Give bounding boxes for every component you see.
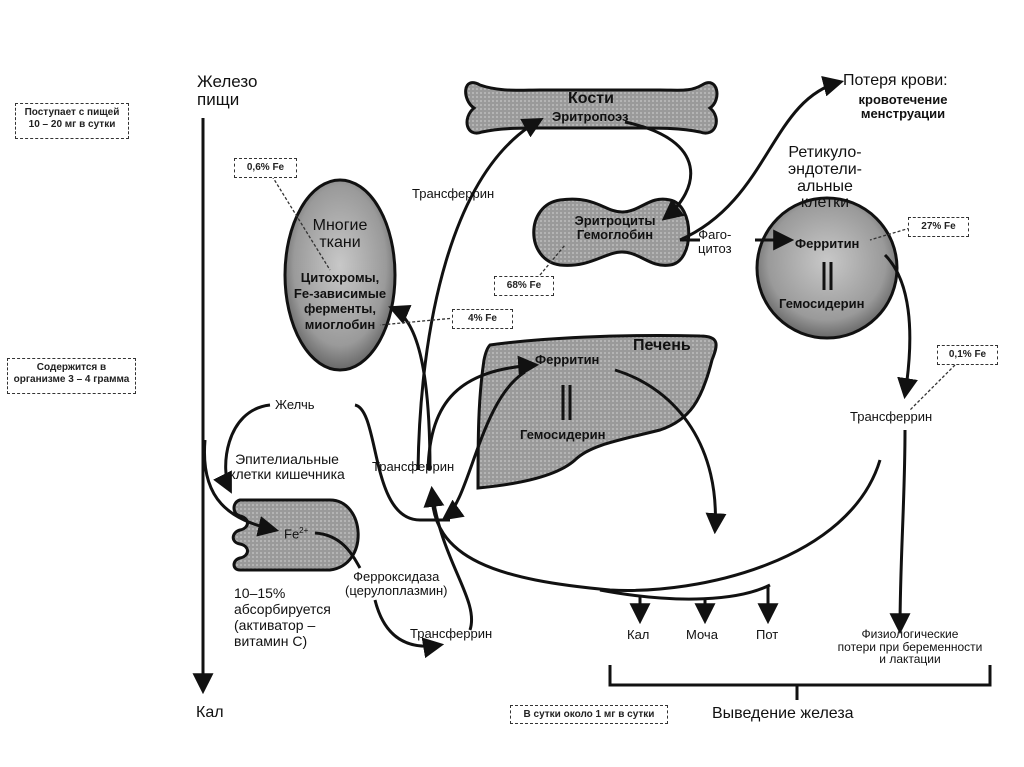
transferrin-to-tissues-arrow: [388, 304, 432, 471]
bile-to-gut-arrow: [213, 403, 271, 494]
daily-loss-note: В сутки около 1 мг в сутки: [510, 705, 668, 724]
transferrin-leader: [909, 364, 956, 411]
tissues-subtitle: Цитохромы, Fe-зависимые ферменты, миогло…: [293, 270, 387, 332]
blood-loss-subtitle: кровотечение менструации: [858, 92, 948, 121]
res-hemosiderin-label: Гемосидерин: [779, 296, 865, 311]
myoglobin-pct-note: 4% Fe: [452, 309, 513, 329]
bones-subtitle: Эритропоэз: [552, 109, 629, 124]
food-iron-label: Железо пищи: [197, 72, 258, 109]
tissues-shape: [283, 178, 397, 372]
fe-to-ferroxidase-line: [314, 531, 362, 569]
tissues-pct-note: 0,6% Fe: [234, 158, 297, 178]
liver-equilibrium-arrows: [561, 385, 572, 420]
epithelial-cells-label: Эпителиальные клетки кишечника: [229, 451, 345, 482]
bile-loop-arrow: [354, 403, 450, 522]
transferrin-up-arrow: [423, 485, 473, 631]
bones-title: Кости: [568, 90, 614, 107]
transferrin-top-label: Трансферрин: [412, 186, 495, 201]
excretion-feces-label: Кал: [627, 627, 650, 642]
res-to-transferrin-arrow: [883, 253, 918, 400]
res-cells-title: Ретикуло- эндотели- альные клетки: [788, 144, 862, 212]
transferrin-bottom-label: Трансферрин: [410, 626, 493, 641]
excretion-title: Выведение железа: [712, 705, 854, 722]
erythrocytes-to-blood-loss-arrow: [679, 76, 845, 242]
fe2-label: Fe2+: [284, 526, 309, 542]
ferroxidase-label: Ферроксидаза (церулоплазмин): [345, 569, 448, 598]
excretion-physio-label: Физиологические потери при беременности …: [837, 627, 983, 667]
transferrin-to-liver-arrow: [426, 355, 540, 471]
erythrocytes-shape: [532, 197, 691, 267]
liver-ferritin-label: Ферритин: [535, 352, 600, 367]
phagocytosis-label: Фаго- цитоз: [698, 227, 732, 256]
liver-hemosiderin-label: Гемосидерин: [520, 427, 606, 442]
erythrocytes-label: Эритроциты Гемоглобин: [574, 213, 656, 242]
lower-loop: [599, 583, 771, 601]
main-circulation-loop: [430, 459, 882, 592]
myoglobin-leader: [379, 317, 456, 326]
liver-ferritin-to-excretion-arrow: [614, 368, 727, 535]
res-cells-shape: [755, 196, 899, 340]
liver-to-gut-arrow: [441, 370, 526, 521]
res-ferritin-label: Ферритин: [795, 236, 860, 251]
fe-charge: 2+: [299, 526, 309, 535]
tissues-leader: [271, 175, 331, 271]
erythro-leader: [539, 244, 566, 276]
feces-left-label: Кал: [196, 704, 224, 721]
fe-symbol: Fe: [284, 526, 300, 542]
erythro-pct-note: 68% Fe: [494, 276, 554, 296]
res-equilibrium-arrows: [822, 262, 833, 290]
transferrin-right-label: Трансферрин: [850, 409, 933, 424]
bile-label: Желчь: [275, 397, 315, 412]
blood-loss-title: Потеря крови:: [843, 72, 948, 89]
bone-to-erythrocytes-arrow: [624, 120, 693, 221]
excretion-urine-label: Моча: [686, 627, 718, 642]
intake-note: Поступает с пищей 10 – 20 мг в сутки: [15, 103, 129, 139]
transferrin-to-bone-arrow: [416, 117, 544, 471]
ferroxidase-to-transferrin-arrow: [373, 599, 445, 659]
transferrin-mid-label: Трансферрин: [372, 459, 455, 474]
res-pct-note: 27% Fe: [908, 217, 969, 237]
transferrin-to-physio-arrow: [889, 429, 911, 635]
liver-title: Печень: [633, 337, 691, 354]
gut-loop-arrow: [202, 439, 280, 537]
res-leader: [869, 227, 911, 241]
absorption-label: 10–15% абсорбируется (активатор – витами…: [234, 585, 331, 650]
excretion-bracket: [608, 665, 992, 700]
transferrin-pct-note: 0,1% Fe: [937, 345, 998, 365]
body-content-note: Содержится в организме 3 – 4 грамма: [7, 358, 136, 394]
tissues-title: Многие ткани: [312, 217, 368, 251]
excretion-sweat-label: Пот: [756, 627, 779, 642]
